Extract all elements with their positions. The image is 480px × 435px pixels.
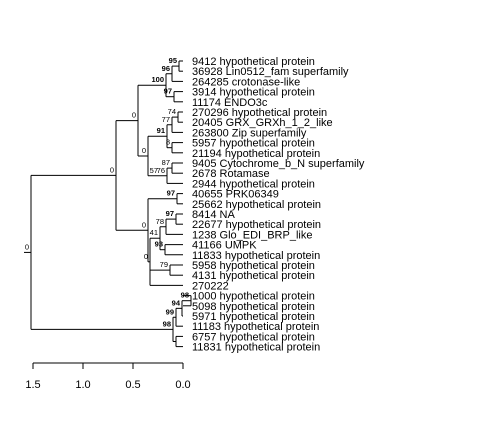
axis-tick-label-0-0: 0.0 — [175, 379, 190, 391]
leaf-label-21194-hypothetical-protein: 21194 hypothetical protein — [192, 148, 320, 160]
tree-branches — [24, 60, 192, 348]
support-value-root: 0 — [25, 242, 29, 251]
leaf-label-11183-hypothetical-protein: 11183 hypothetical protein — [192, 321, 319, 333]
support-value-n_k: 8 — [166, 138, 170, 147]
support-values: 9596971007477891877657009797789341790009… — [25, 56, 189, 328]
support-value-n_j: 74 — [168, 107, 176, 116]
support-value-n_e: 95 — [169, 56, 177, 65]
leaf-label-25662-hypothetical-protein: 25662 hypothetical protein — [192, 199, 321, 211]
axis-tick-label-1-5: 1.5 — [25, 379, 40, 391]
leaf-label-264285-crotonase-like: 264285 crotonase-like — [192, 76, 300, 88]
leaf-label-20405-grx-grxh-1-2-like: 20405 GRX_GRXh_1_2_like — [192, 117, 333, 129]
support-value-n_w: 98 — [163, 319, 171, 328]
leaf-label-9405-cytochrome-b-n-superfamily: 9405 Cytochrome_b_N superfamily — [192, 158, 365, 170]
leaf-label-270296-hypothetical-protein: 270296 hypothetical protein — [192, 107, 327, 119]
support-value-n_u: 93 — [155, 240, 163, 249]
support-value-n_h: 91 — [157, 126, 165, 135]
support-value-n_f: 97 — [164, 87, 172, 96]
support-value-n_a: 0 — [110, 165, 114, 174]
support-value-n_y: 94 — [172, 298, 181, 307]
support-value-n_o: 0 — [142, 220, 146, 229]
leaf-label-3914-hypothetical-protein: 3914 hypothetical protein — [192, 87, 315, 99]
leaf-label-40655-prk06349: 40655 PRK06349 — [192, 189, 279, 201]
leaf-label-8414-na: 8414 NA — [192, 209, 235, 221]
support-value-n_i: 77 — [162, 115, 170, 124]
leaf-label-4131-hypothetical-protein: 4131 hypothetical protein — [192, 270, 315, 282]
leaf-label-5971-hypothetical-protein: 5971 hypothetical protein — [192, 311, 315, 323]
leaf-label-11833-hypothetical-protein: 11833 hypothetical protein — [192, 250, 320, 262]
support-value-n_g: 0 — [142, 146, 146, 155]
leaf-label-9412-hypothetical-protein: 9412 hypothetical protein — [192, 56, 315, 68]
leaf-label-270222: 270222 — [192, 280, 229, 292]
support-value-n_s: 78 — [156, 217, 164, 226]
leaf-label-1000-hypothetical-protein: 1000 hypothetical protein — [192, 291, 315, 303]
leaf-label-2678-rotamase: 2678 Rotamase — [192, 168, 270, 180]
leaf-label-22677-hypothetical-protein: 22677 hypothetical protein — [192, 219, 321, 231]
support-value-n_p: 97 — [167, 189, 175, 198]
support-value-n_c: 100 — [151, 75, 164, 84]
axis-tick-label-0-5: 0.5 — [125, 379, 140, 391]
axis-tick-label-1-0: 1.0 — [75, 379, 90, 391]
support-value-n_l: 57 — [150, 166, 158, 175]
leaf-label-5958-hypothetical-protein: 5958 hypothetical protein — [192, 260, 315, 272]
support-value-n_t: 97 — [166, 209, 174, 218]
support-value-n_x: 99 — [166, 307, 174, 316]
leaf-label-2944-hypothetical-protein: 2944 hypothetical protein — [192, 178, 315, 190]
support-value-n_n: 87 — [162, 158, 170, 167]
leaf-label-11831-hypothetical-protein: 11831 hypothetical protein — [192, 342, 320, 354]
leaf-label-6757-hypothetical-protein: 6757 hypothetical protein — [192, 331, 315, 343]
leaf-label-41166-umpk: 41166 UMPK — [192, 240, 257, 252]
leaf-label-5957-hypothetical-protein: 5957 hypothetical protein — [192, 138, 315, 150]
leaf-label-5098-hypothetical-protein: 5098 hypothetical protein — [192, 301, 315, 313]
support-value-n_d: 96 — [162, 64, 170, 73]
support-value-n_r: 41 — [150, 228, 158, 237]
leaf-label-11174-endo3c: 11174 ENDO3c — [192, 97, 268, 109]
leaf-label-263800-zip-superfamily: 263800 Zip superfamily — [192, 127, 307, 139]
support-value-n_q: 0 — [144, 252, 148, 261]
support-value-n_v: 79 — [160, 260, 168, 269]
support-value-n_m: 76 — [157, 166, 165, 175]
distance-scale-axis: 1.5 1.0 0.5 0.0 — [25, 362, 191, 391]
support-value-n_b: 0 — [132, 111, 136, 120]
leaf-label-36928-lin0512-fam-superfamily: 36928 Lin0512_fam superfamily — [192, 66, 349, 78]
support-value-n_z: 98 — [181, 291, 189, 300]
leaf-label-1238-glo-edi-brp-like: 1238 Glo_EDI_BRP_like — [192, 229, 312, 241]
